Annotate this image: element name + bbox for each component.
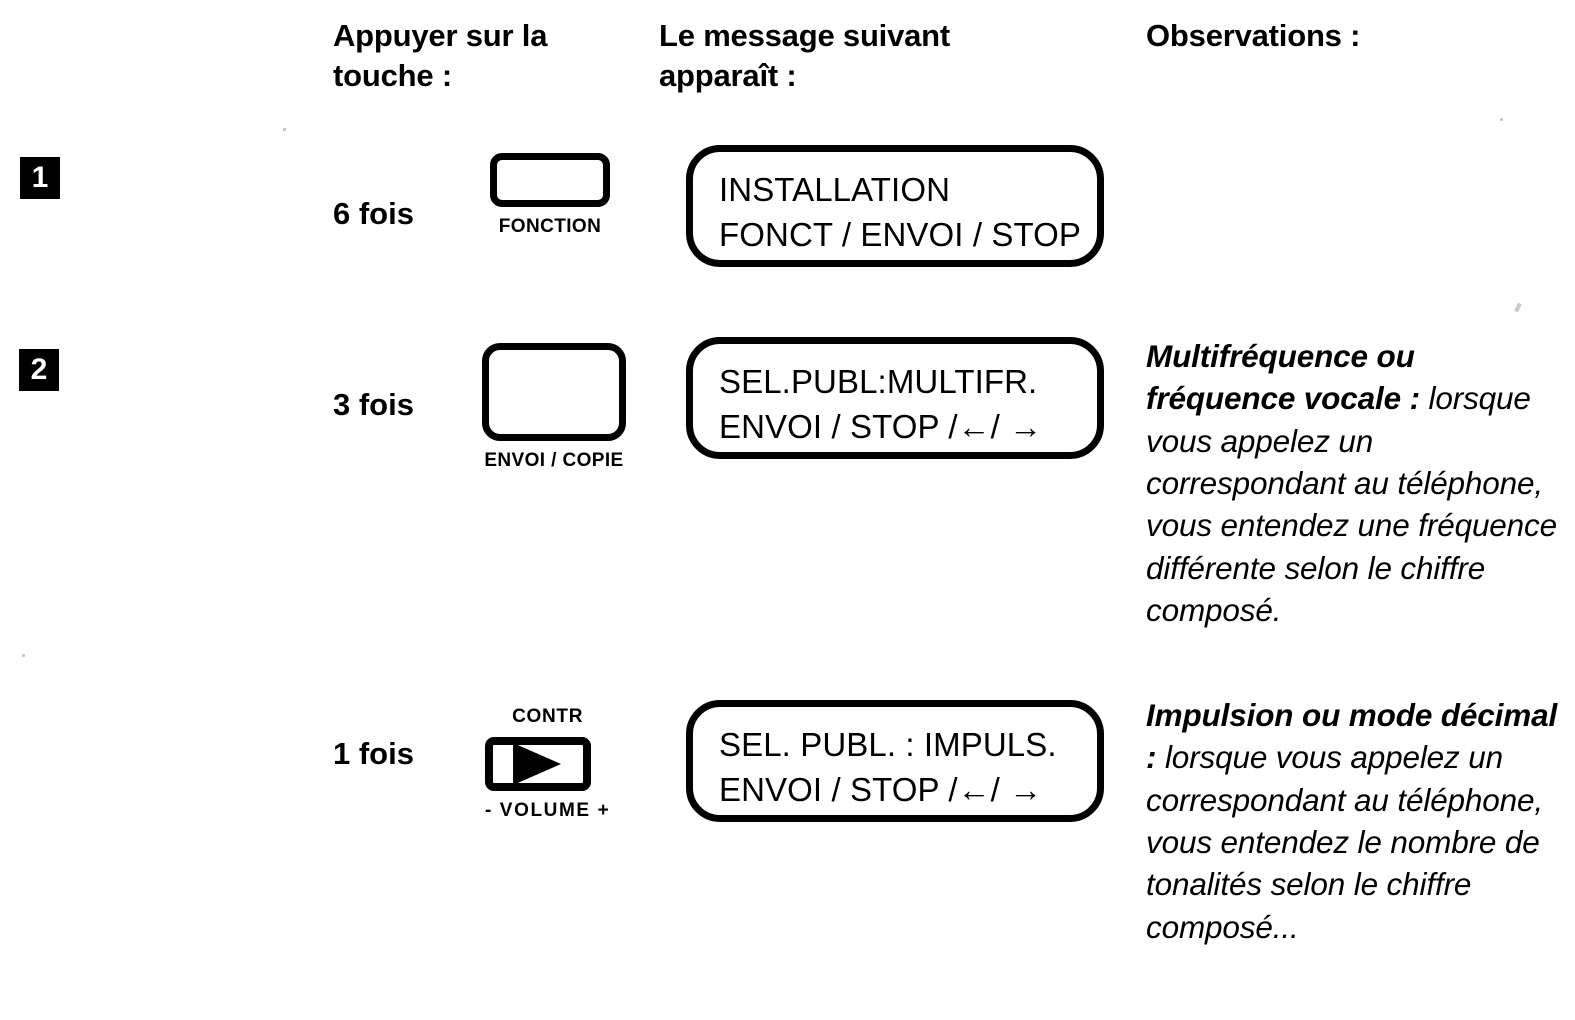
observation-step-2-lead: Multifréquence ou fréquence vocale : [1146,338,1420,417]
scan-speck [1514,302,1522,313]
lcd-display-step-3: SEL. PUBL. : IMPULS. ENVOI / STOP /←/ → [686,700,1104,822]
key-fonction[interactable]: FONCTION [490,153,610,238]
press-count-step-2: 3 fois [333,387,414,422]
key-volume-label: - VOLUME + [485,800,611,821]
observation-step-3-lead: Impulsion ou mode décimal : [1146,697,1558,776]
observation-step-3: Impulsion ou mode décimal : lorsque vous… [1146,694,1558,948]
column-header-key: Appuyer sur la touche : [333,18,548,93]
observation-step-3-body: lorsque vous appelez un correspondant au… [1146,739,1544,945]
lcd-line-2: FONCT / ENVOI / STOP [719,215,1082,253]
column-header-message: Le message suivant apparaît : [659,18,951,93]
key-envoi-copie-label: ENVOI / COPIE [484,450,624,471]
observation-step-2: Multifréquence ou fréquence vocale : lor… [1146,335,1558,632]
scan-speck [22,654,25,657]
key-fonction-body[interactable] [490,153,610,207]
key-volume-contrast[interactable]: CONTR - VOLUME + [485,706,610,822]
lcd-line-1: INSTALLATION [719,171,951,208]
key-envoi-copie-body[interactable] [482,343,626,441]
scan-speck [283,128,286,131]
scan-speck [1500,118,1503,121]
lcd-display-step-1: INSTALLATION FONCT / ENVOI / STOP [686,145,1104,267]
triangle-right-icon [513,743,562,785]
lcd-line-1: SEL. PUBL. : IMPULS. [719,726,1057,763]
lcd-display-step-2: SEL.PUBL:MULTIFR. ENVOI / STOP /←/ → [686,337,1104,459]
press-count-step-3: 1 fois [333,736,414,771]
lcd-line-2: ENVOI / STOP /←/ → [719,407,1043,445]
step-badge-2: 2 [19,349,59,391]
press-count-step-1: 6 fois [333,196,414,231]
key-volume-body[interactable] [485,737,591,791]
lcd-line-1: SEL.PUBL:MULTIFR. [719,363,1038,400]
step-badge-1: 1 [20,157,60,199]
observation-step-2-body: lorsque vous appelez un correspondant au… [1146,380,1558,629]
key-fonction-label: FONCTION [498,216,602,237]
column-header-observations: Observations : [1146,18,1361,53]
lcd-line-2: ENVOI / STOP /←/ → [719,770,1043,808]
key-volume-top-label: CONTR [512,706,584,727]
key-envoi-copie[interactable]: ENVOI / COPIE [482,343,626,472]
